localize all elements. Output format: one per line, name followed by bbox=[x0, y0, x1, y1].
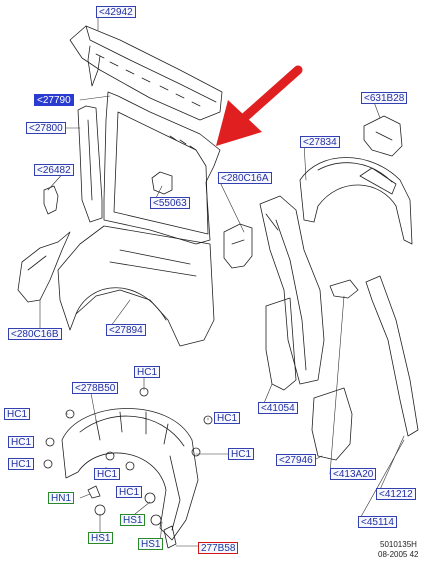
label-280C16B[interactable]: <280C16B bbox=[8, 328, 62, 340]
drawing-code: 5010135H bbox=[380, 540, 417, 549]
label-413A20[interactable]: <413A20 bbox=[330, 468, 377, 480]
label-hc1-right-upper[interactable]: HC1 bbox=[214, 412, 241, 424]
label-280C16A[interactable]: <280C16A bbox=[218, 172, 272, 184]
trim-strip-41212-part bbox=[365, 275, 419, 437]
label-26482[interactable]: <26482 bbox=[34, 164, 74, 176]
label-hc1-left-middle[interactable]: HC1 bbox=[8, 436, 35, 448]
label-hs1-right[interactable]: HS1 bbox=[138, 538, 164, 550]
bracket-413A20-part bbox=[329, 279, 359, 299]
roof-rail-part bbox=[69, 25, 223, 121]
red-arrow-icon bbox=[216, 65, 303, 146]
label-hs1-middle[interactable]: HS1 bbox=[120, 514, 146, 526]
label-41054[interactable]: <41054 bbox=[258, 402, 298, 414]
label-27790[interactable]: <27790 bbox=[34, 94, 74, 106]
bracket-55063-part bbox=[151, 171, 173, 195]
label-45114[interactable]: <45114 bbox=[358, 516, 397, 528]
label-27946[interactable]: <27946 bbox=[276, 454, 316, 466]
label-55063[interactable]: <55063 bbox=[150, 197, 190, 209]
label-41212[interactable]: <41212 bbox=[376, 488, 416, 500]
bracket-631B28-part bbox=[363, 115, 403, 157]
label-27800[interactable]: <27800 bbox=[26, 122, 66, 134]
wheelhouse-inner-part bbox=[299, 157, 413, 245]
label-631B28[interactable]: <631B28 bbox=[361, 92, 408, 104]
label-277B58[interactable]: 277B58 bbox=[198, 542, 239, 554]
label-hc1-center[interactable]: HC1 bbox=[94, 468, 121, 480]
d-pillar-inner-part bbox=[259, 195, 325, 385]
panel-27946-part bbox=[311, 387, 353, 461]
label-278B50[interactable]: <278B50 bbox=[72, 382, 119, 394]
inner-panel-280C16A-part bbox=[223, 223, 253, 269]
label-27834[interactable]: <27834 bbox=[300, 136, 340, 148]
bracket-26482-part bbox=[43, 185, 59, 215]
wheelhouse-outer-part bbox=[57, 225, 215, 347]
label-27894[interactable]: <27894 bbox=[106, 324, 146, 336]
label-hc1-left-lower[interactable]: HC1 bbox=[8, 458, 35, 470]
drawing-date: 08-2005 42 bbox=[378, 550, 419, 559]
label-hc1-top[interactable]: HC1 bbox=[134, 366, 161, 378]
quarter-window-frame-part bbox=[103, 91, 221, 245]
leader-lines bbox=[39, 17, 405, 547]
trim-panel-41054-part bbox=[265, 297, 297, 391]
label-hs1-left[interactable]: HS1 bbox=[88, 532, 114, 544]
wheelhouse-liner-part bbox=[61, 408, 199, 541]
bracket-280C16B-part bbox=[17, 231, 71, 303]
label-hc1-right-lower[interactable]: HC1 bbox=[228, 448, 255, 460]
label-42942[interactable]: <42942 bbox=[96, 6, 136, 18]
label-hn1[interactable]: HN1 bbox=[48, 492, 75, 504]
label-hc1-bottom[interactable]: HC1 bbox=[116, 486, 143, 498]
label-hc1-left-upper[interactable]: HC1 bbox=[4, 408, 31, 420]
pillar-part bbox=[77, 105, 103, 223]
fastener-group bbox=[43, 387, 213, 549]
